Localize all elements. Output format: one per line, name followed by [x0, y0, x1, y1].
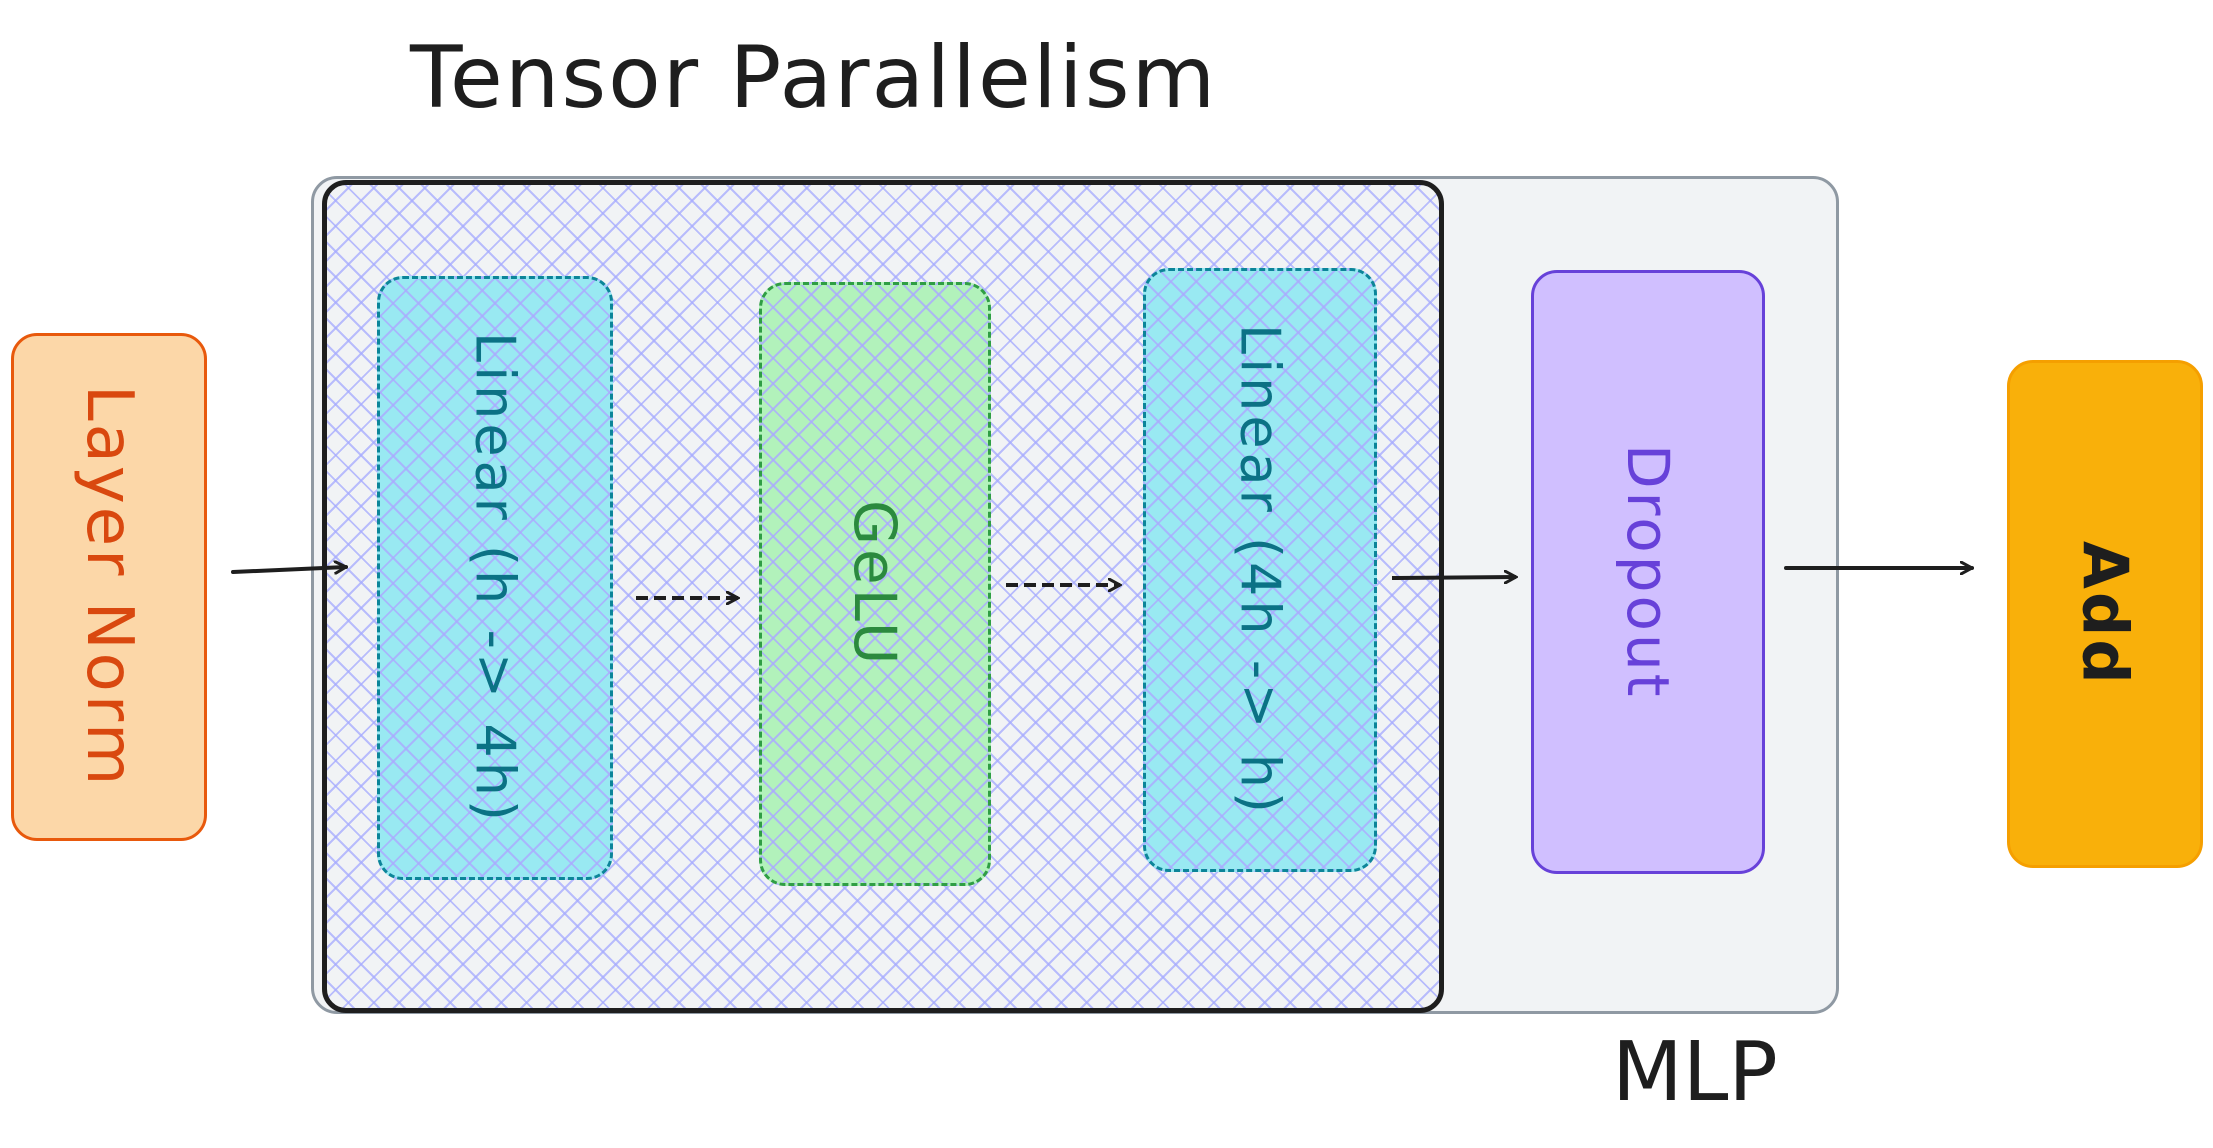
layer-norm-node: Layer Norm	[11, 333, 207, 841]
dropout-node: Dropout	[1531, 270, 1765, 874]
linear-4h-to-h-label: Linear (4h -> h)	[1228, 323, 1292, 817]
linear-h-to-4h-label: Linear (h -> 4h)	[463, 331, 527, 825]
add-label: Add	[2068, 541, 2142, 687]
gelu-node: GeLU	[759, 282, 991, 886]
layer-norm-label: Layer Norm	[72, 385, 146, 789]
linear-h-to-4h-node: Linear (h -> 4h)	[377, 276, 613, 880]
mlp-label: MLP	[1612, 1025, 1778, 1120]
dropout-label: Dropout	[1614, 444, 1682, 700]
gelu-label: GeLU	[841, 499, 909, 669]
diagram-title: Tensor Parallelism	[410, 28, 1218, 128]
linear-4h-to-h-node: Linear (4h -> h)	[1143, 268, 1377, 872]
add-node: Add	[2007, 360, 2203, 868]
